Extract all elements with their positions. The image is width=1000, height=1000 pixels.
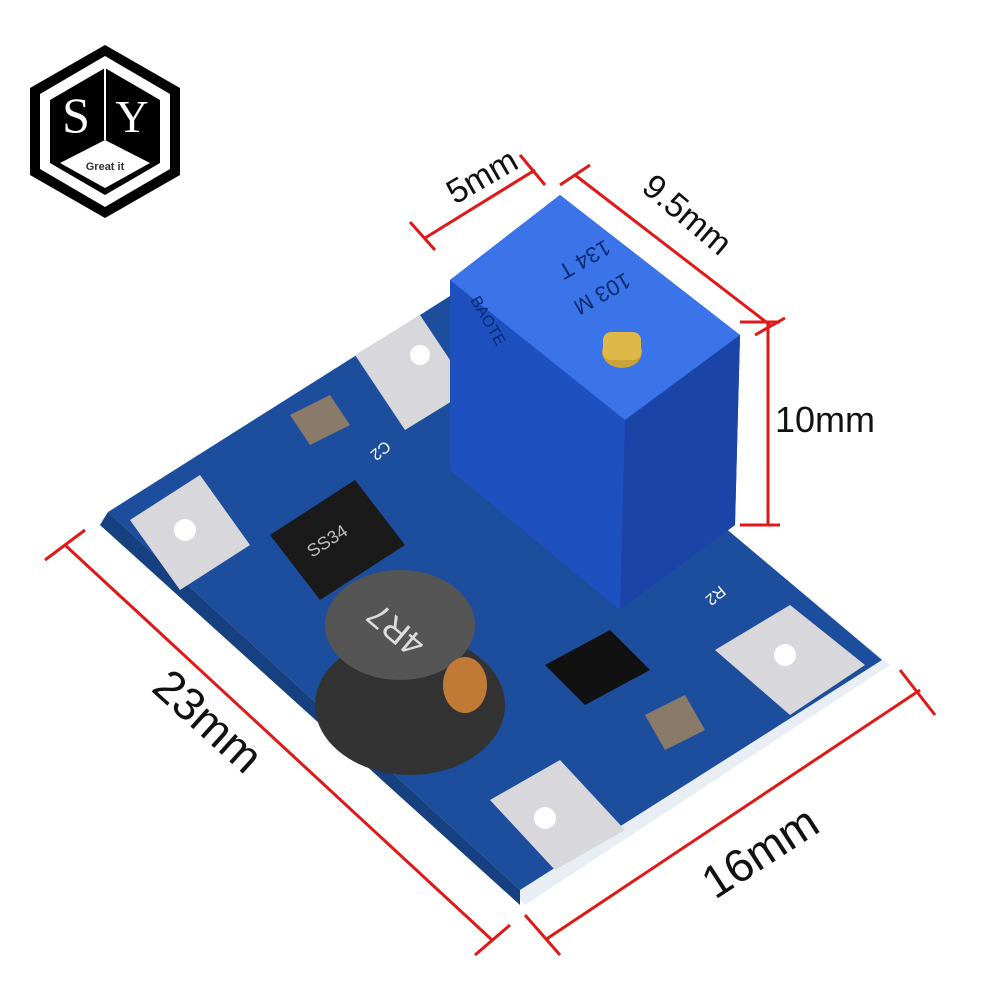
logo-letters: S bbox=[62, 87, 90, 143]
capacitor-c1 bbox=[645, 695, 705, 750]
pad-bottom bbox=[490, 760, 625, 870]
dim-pot-height: 10mm bbox=[775, 399, 875, 440]
dimension-lines bbox=[44, 154, 937, 957]
diode bbox=[270, 480, 405, 600]
pcb-board: SS34 4R7 C2 R2 134 T 103 M BAOTE bbox=[100, 195, 890, 905]
capacitor-c2 bbox=[290, 395, 350, 445]
ic-chip bbox=[545, 630, 650, 705]
trimmer-potentiometer: 134 T 103 M BAOTE bbox=[450, 195, 740, 610]
pad-top bbox=[355, 315, 470, 430]
svg-text:Y: Y bbox=[115, 91, 148, 142]
brand-logo: S Y Great it bbox=[30, 45, 180, 218]
logo-tagline: Great it bbox=[86, 161, 125, 173]
dim-board-width: 16mm bbox=[692, 795, 828, 908]
dim-pot-depth: 9.5mm bbox=[635, 167, 739, 263]
